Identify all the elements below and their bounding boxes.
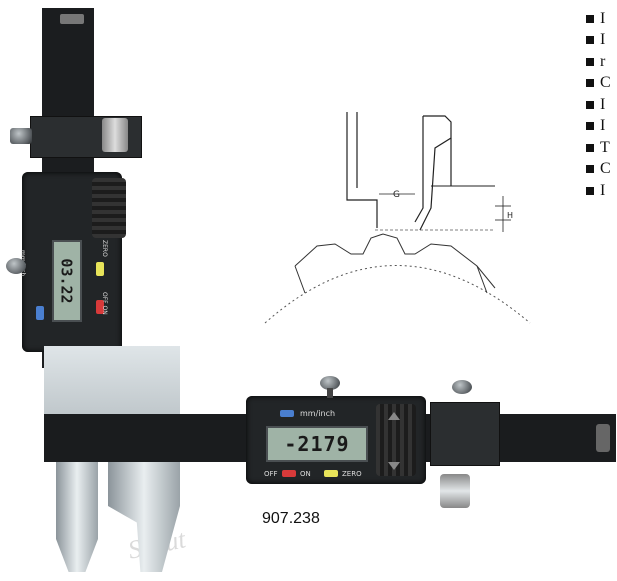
diagram-h-label: H	[507, 211, 513, 220]
vertical-side-knob[interactable]	[6, 258, 26, 274]
vertical-beam-slot	[60, 14, 84, 24]
bullet-icon	[586, 100, 594, 109]
clamp-roller[interactable]	[102, 118, 128, 152]
diagram-g-label: G	[393, 190, 400, 200]
beam-end-slot	[596, 424, 610, 452]
list-item: I	[586, 116, 611, 138]
gear-measurement-diagram: G H	[264, 112, 531, 324]
horizontal-gauge-display: -2179	[266, 426, 368, 462]
clamp-screw-knob[interactable]	[10, 128, 32, 144]
vertical-on-button[interactable]	[96, 300, 104, 314]
list-item: I	[586, 94, 611, 116]
vertical-zero-label: ZERO	[101, 240, 108, 257]
vertical-gauge-display: 03.22	[52, 240, 82, 322]
list-item: r	[586, 51, 611, 73]
list-item: C	[586, 159, 611, 181]
bullet-icon	[586, 186, 594, 195]
vertical-unit-button[interactable]	[36, 306, 44, 320]
horizontal-zero-label: ZERO	[342, 470, 362, 478]
list-item: I	[586, 180, 611, 202]
vertical-zero-button[interactable]	[96, 262, 104, 276]
horizontal-unit-label: mm/inch	[300, 409, 336, 418]
fine-adjust-knob[interactable]	[452, 380, 472, 394]
bullet-icon	[586, 122, 594, 131]
vertical-gauge-grip	[92, 178, 126, 238]
feature-list: I I r C I I T C I	[586, 8, 611, 202]
horizontal-on-label: ON	[300, 470, 311, 478]
horizontal-zero-button[interactable]	[324, 470, 338, 477]
vertical-gauge-reading: 03.22	[58, 258, 76, 304]
arrow-down-icon	[388, 462, 400, 470]
bullet-icon	[586, 14, 594, 23]
arrow-up-icon	[388, 412, 400, 420]
horizontal-off-label: OFF	[264, 470, 278, 478]
fine-adjust-roller[interactable]	[440, 474, 470, 508]
horizontal-unit-button[interactable]	[280, 410, 294, 417]
horizontal-gauge-reading: -2179	[284, 432, 350, 456]
horizontal-on-button[interactable]	[282, 470, 296, 477]
list-item: I	[586, 8, 611, 30]
list-item: T	[586, 137, 611, 159]
bullet-icon	[586, 79, 594, 88]
model-number-caption: 907.238	[262, 510, 320, 527]
list-item: C	[586, 73, 611, 95]
bullet-icon	[586, 143, 594, 152]
list-item: I	[586, 30, 611, 52]
vertical-off-on-label: OFF ON	[101, 292, 108, 315]
bullet-icon	[586, 36, 594, 45]
horizontal-lock-knob[interactable]	[320, 376, 340, 390]
bullet-icon	[586, 57, 594, 66]
fixed-jaw	[56, 462, 98, 572]
fine-adjust-block	[430, 402, 500, 466]
bullet-icon	[586, 165, 594, 174]
horizontal-lock-stem	[327, 388, 333, 398]
